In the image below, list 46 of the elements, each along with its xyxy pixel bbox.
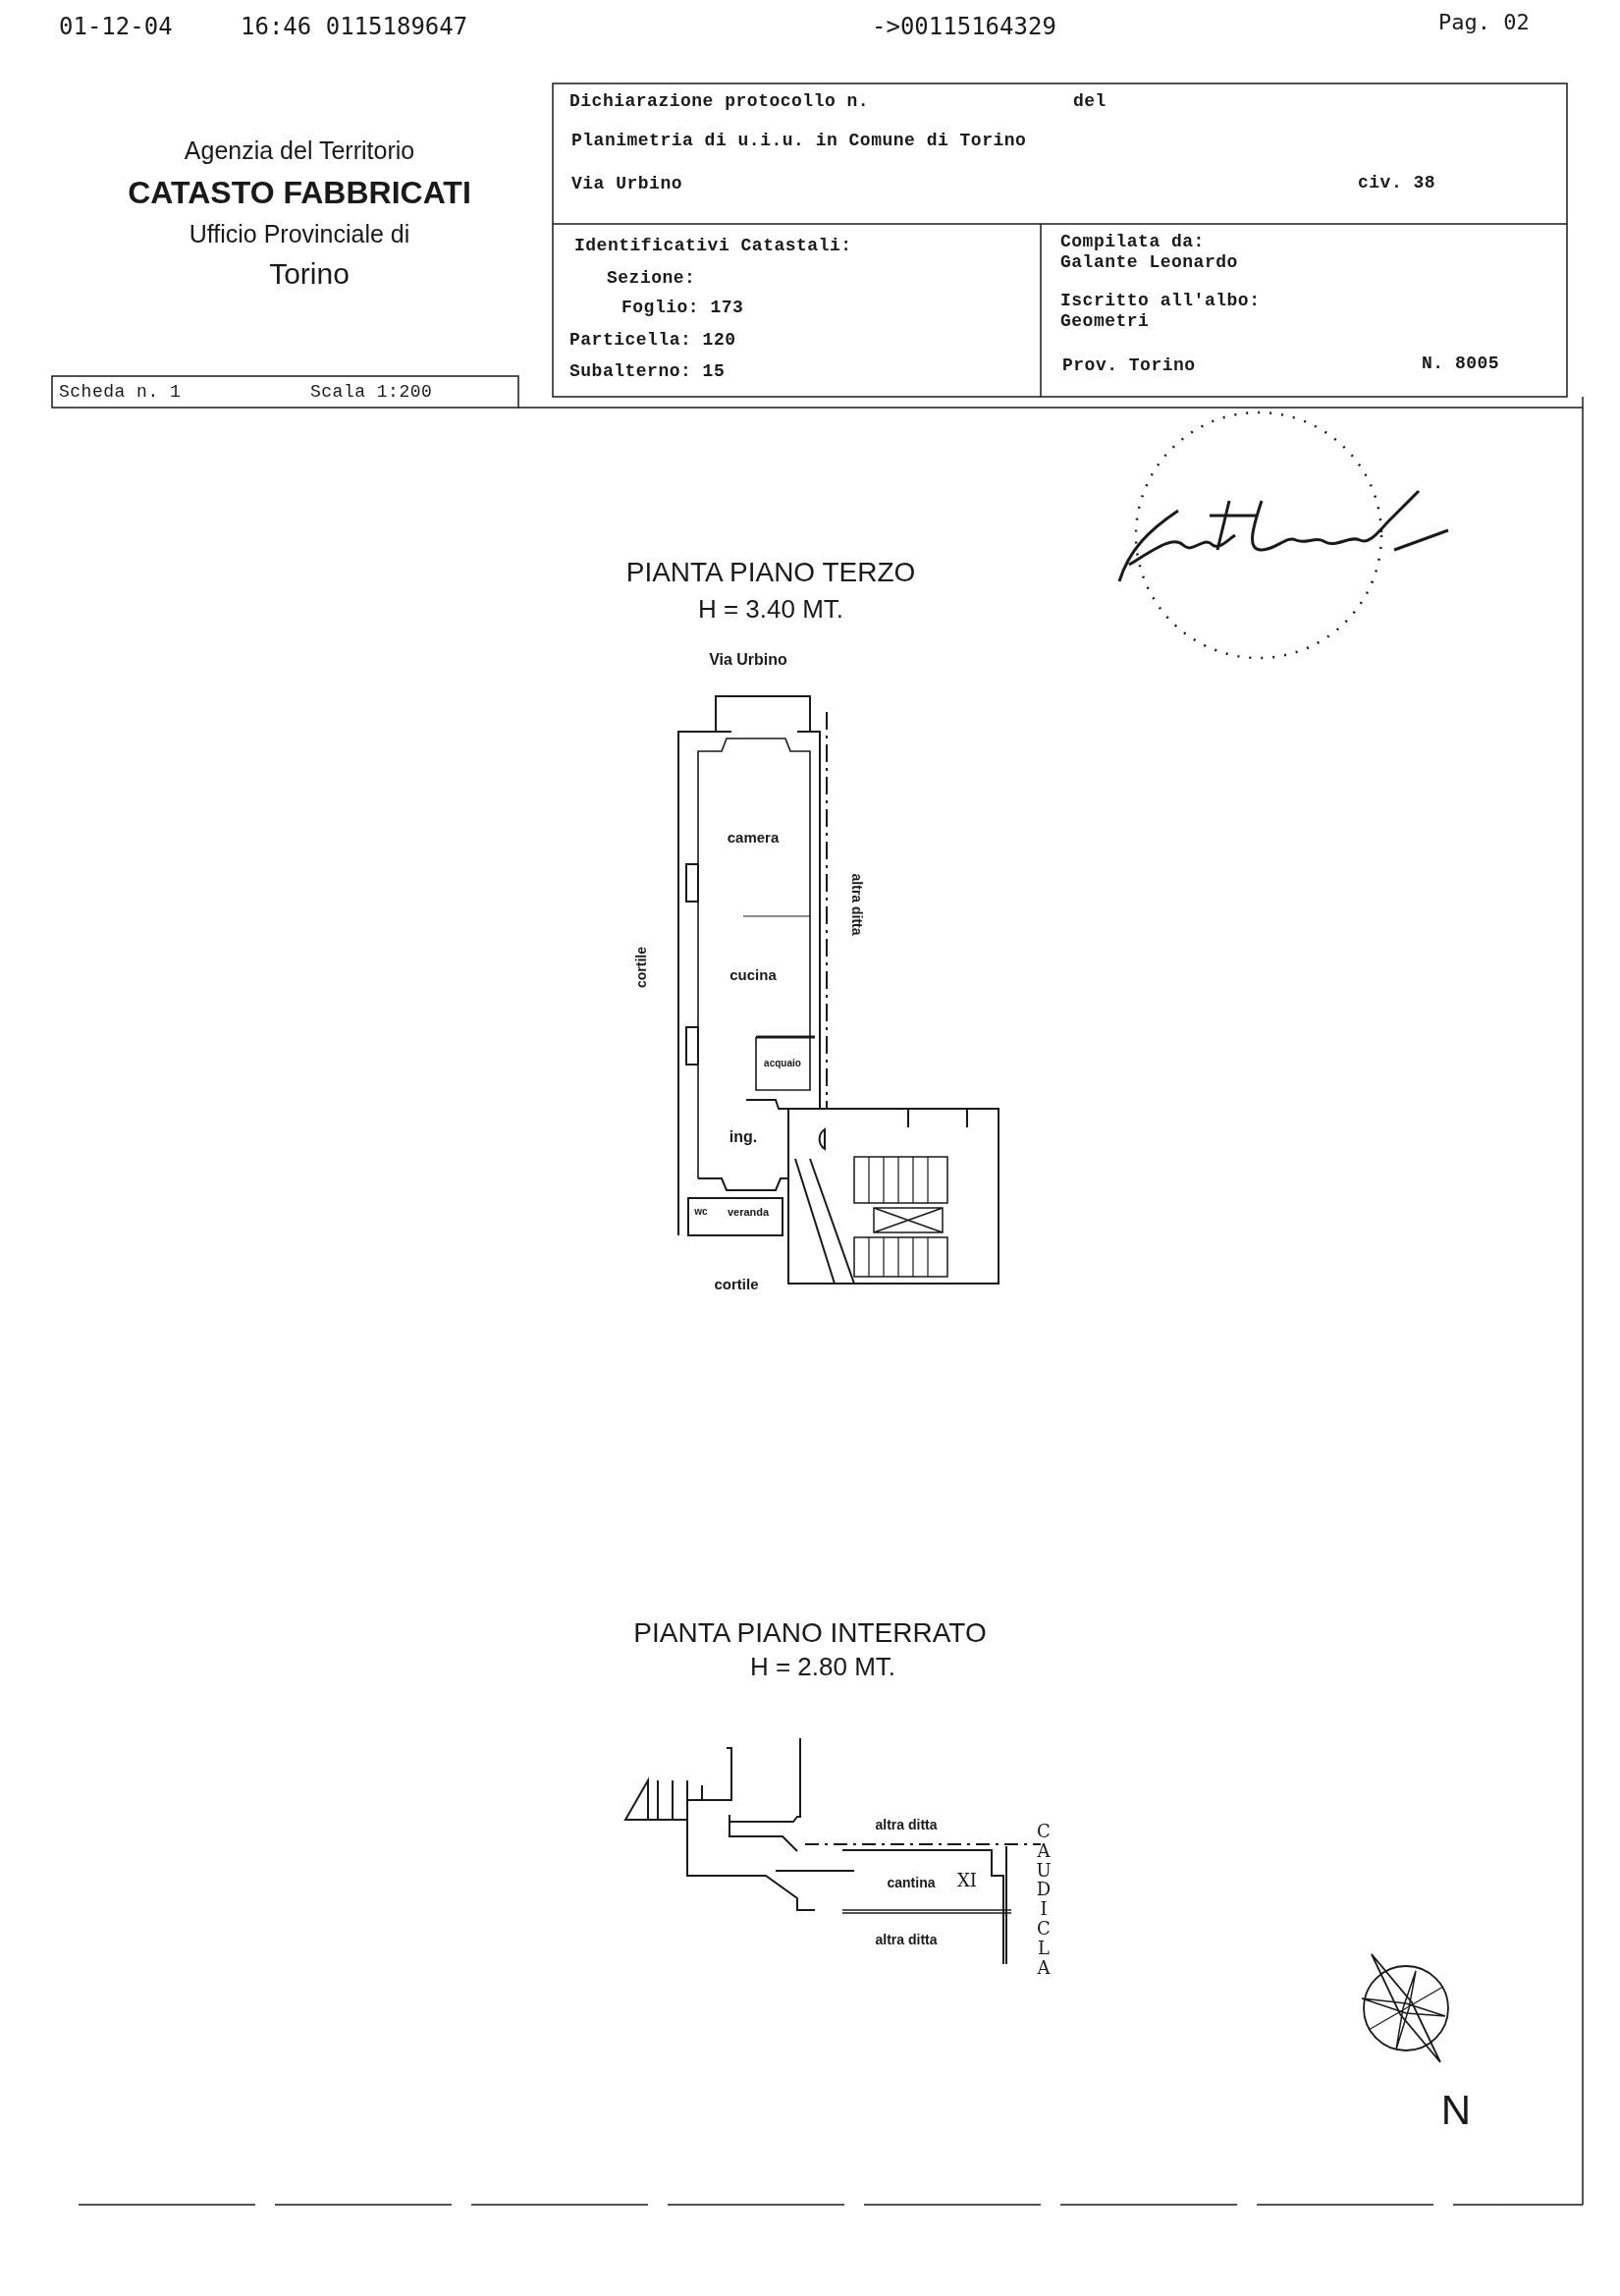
form-field: Identificativi Catastali: [574,236,852,256]
agency-heading: Agenzia del Territorio [184,137,415,165]
room-label: cucina [729,966,777,984]
area-label: altra ditta [848,873,866,936]
form-field: Particella: 120 [569,330,736,351]
room-label: veranda [727,1206,770,1219]
plan-title: H = 3.40 MT. [697,595,844,625]
agency-heading: Torino [269,257,350,292]
form-field: Subalterno: 15 [569,361,726,382]
handwritten-note: CAUDICLA [1035,1822,1053,1978]
form-field: Dichiarazione protocollo n. [569,91,870,112]
room-label: camera [727,829,780,847]
form-field: Iscritto all'albo: [1060,291,1261,311]
area-label: altra ditta [875,1817,938,1833]
agency-heading: Ufficio Provinciale di [189,220,410,248]
room-label: acquaio [764,1058,801,1069]
form-field: Geometri [1060,311,1150,332]
fax-header-text: 16:46 0115189647 [241,14,468,41]
page-number: Pag. 02 [1438,10,1530,35]
form-field: Scheda n. 1 [59,382,182,403]
plan-title: PIANTA PIANO INTERRATO [633,1617,987,1650]
form-field: del [1073,91,1107,112]
north-label: N [1440,2087,1472,2135]
form-field: Compilata da: [1060,232,1205,252]
form-field: Scala 1:200 [310,382,433,403]
form-field: civ. 38 [1358,173,1436,193]
agency-heading: CATASTO FABBRICATI [128,175,471,211]
fax-header-text: ->00115164329 [872,14,1056,41]
room-label: ing. [729,1128,758,1147]
handwritten-note: XI [957,1871,977,1891]
fax-header-text: 01-12-04 [59,14,173,41]
area-label: cortile [714,1276,759,1293]
form-field: Planimetria di u.i.u. in Comune di Torino [571,131,1027,151]
form-field: Via Urbino [571,174,683,194]
area-label: cortile [632,947,650,989]
form-field: Prov. Torino [1062,355,1196,376]
area-label: altra ditta [875,1932,938,1948]
form-field: N. 8005 [1422,354,1500,374]
form-field: Foglio: 173 [621,298,744,318]
room-label: cantina [887,1875,936,1891]
plan-title: PIANTA PIANO TERZO [625,557,916,589]
room-label: wc [694,1206,708,1218]
form-field: Sezione: [607,268,696,289]
form-field: Galante Leonardo [1060,252,1238,273]
plan-title: H = 2.80 MT. [749,1653,896,1682]
street-label: Via Urbino [709,651,787,670]
